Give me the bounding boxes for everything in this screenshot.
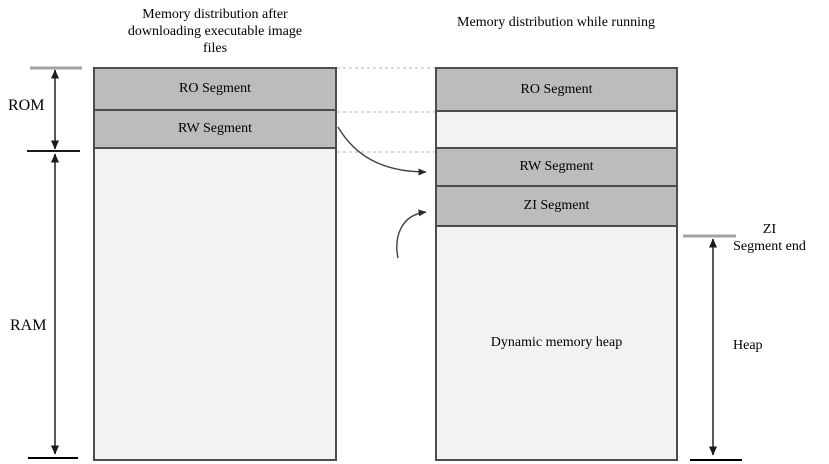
right-rw-segment: RW Segment — [437, 149, 676, 187]
right-ro-segment-label: RO Segment — [520, 81, 593, 97]
rom-label: ROM — [8, 97, 45, 114]
left-ro-segment-label: RO Segment — [179, 81, 251, 96]
right-gap-segment — [437, 112, 676, 149]
left-column-title: Memory distribution after downloading ex… — [127, 7, 303, 56]
heap-label: Heap — [733, 338, 763, 353]
right-heap-segment-label: Dynamic memory heap — [490, 335, 623, 350]
left-rw-segment-label: RW Segment — [177, 121, 253, 136]
left-memory-column: RO Segment RW Segment — [93, 67, 337, 461]
right-zi-segment-label: ZI Segment — [523, 198, 590, 213]
right-rw-segment-label: RW Segment — [519, 159, 594, 174]
left-ro-segment: RO Segment — [95, 69, 335, 111]
rw-relocation-arrow — [337, 126, 427, 176]
zi-relocation-arrow — [396, 209, 427, 259]
right-heap-segment: Dynamic memory heap — [437, 227, 676, 459]
right-zi-segment: ZI Segment — [437, 187, 676, 227]
left-rw-segment: RW Segment — [95, 111, 335, 149]
left-ram-empty-area — [95, 149, 335, 459]
right-memory-column: RO Segment RW Segment ZI Segment Dynamic… — [435, 67, 678, 461]
zi-segment-end-label-line2: Segment end — [733, 239, 806, 254]
zi-segment-end-label-line1: ZI — [762, 222, 777, 237]
ram-label: RAM — [10, 317, 47, 334]
right-ro-segment: RO Segment — [437, 69, 676, 112]
right-column-title: Memory distribution while running — [457, 15, 655, 30]
zi-segment-end-label: ZI Segment end — [712, 221, 827, 255]
